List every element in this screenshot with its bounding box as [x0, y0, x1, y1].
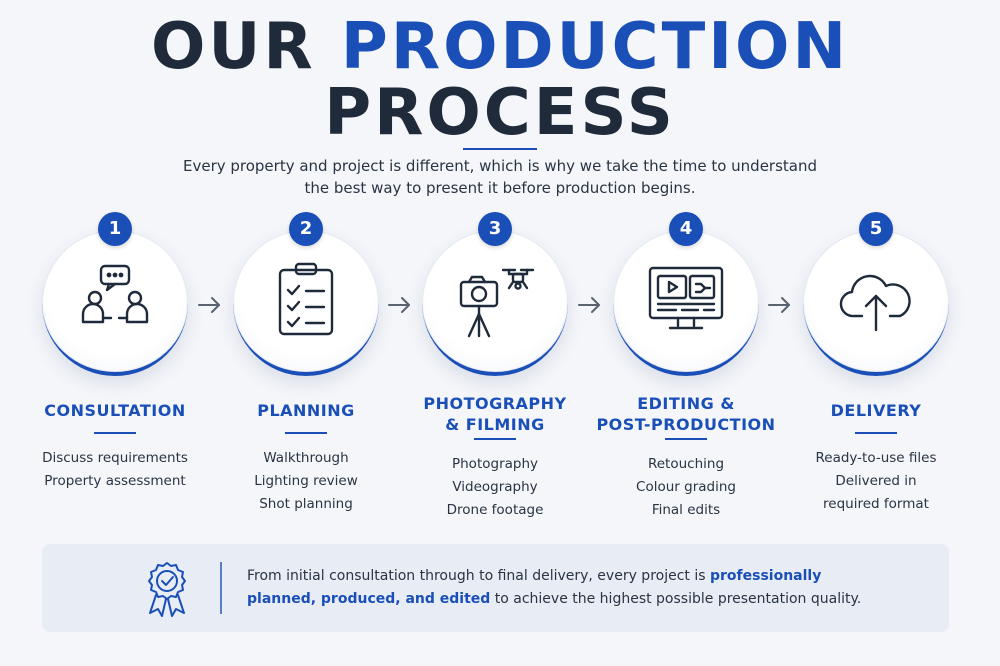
step-title-line: DELIVERY [830, 401, 922, 420]
clipboard-checklist-icon [266, 260, 346, 340]
footer-text-start: From initial consultation through to fin… [247, 568, 710, 584]
step-items: Retouching Colour grading Final edits [591, 453, 781, 522]
camera-drone-icon [455, 260, 535, 340]
quality-badge-icon [142, 561, 192, 617]
list-item: required format [823, 496, 929, 512]
list-item: Final edits [651, 502, 721, 518]
step-items: Discuss requirements Property assessment [20, 447, 210, 493]
intro-text: Every property and project is different,… [150, 155, 850, 199]
page-title: OUR PRODUCTION PROCESS [0, 14, 1000, 146]
step-divider [474, 438, 516, 440]
title-divider [463, 148, 537, 150]
list-item: Photography [451, 456, 539, 472]
step-number-badge: 2 [289, 212, 323, 246]
list-item: Shot planning [259, 496, 353, 512]
step-number-badge: 5 [859, 212, 893, 246]
title-word-process: PROCESS [324, 76, 676, 150]
monitor-editing-icon [646, 260, 726, 340]
arrow-right-icon [388, 297, 410, 313]
list-item: Lighting review [254, 473, 358, 489]
title-word-our: OUR [150, 10, 316, 84]
step-circle [422, 230, 568, 376]
footer-callout: From initial consultation through to fin… [42, 544, 949, 632]
step-number-badge: 4 [669, 212, 703, 246]
list-item: Videography [452, 479, 538, 495]
step-title-line: & FILMING [445, 415, 545, 434]
step-title-line: POST-PRODUCTION [596, 415, 776, 434]
list-item: Delivered in [835, 473, 917, 489]
step-title-line: PHOTOGRAPHY [423, 394, 567, 413]
consultation-chat-icon [75, 260, 155, 340]
list-item: Ready-to-use files [815, 450, 937, 466]
step-title-line: EDITING & [637, 394, 735, 413]
step-number-badge: 1 [98, 212, 132, 246]
step-items: Walkthrough Lighting review Shot plannin… [211, 447, 401, 516]
step-title: PHOTOGRAPHY & FILMING [395, 393, 595, 435]
step-title-line: PLANNING [257, 401, 355, 420]
footer-text-bold: professionally planned, produced, and ed… [247, 568, 822, 607]
step-circle [233, 230, 379, 376]
step-divider [855, 432, 897, 434]
step-items: Ready-to-use files Delivered in required… [781, 447, 971, 516]
step-title: DELIVERY [776, 400, 976, 421]
list-item: Discuss requirements [42, 450, 188, 466]
step-circle [42, 230, 188, 376]
intro-line-2: the best way to present it before produc… [304, 179, 696, 197]
step-divider [285, 432, 327, 434]
step-title-line: CONSULTATION [44, 401, 186, 420]
step-number-badge: 3 [478, 212, 512, 246]
list-item: Property assessment [44, 473, 186, 489]
list-item: Retouching [647, 456, 725, 472]
list-item: Colour grading [636, 479, 736, 495]
step-divider [94, 432, 136, 434]
arrow-right-icon [578, 297, 600, 313]
list-item: Walkthrough [263, 450, 349, 466]
arrow-right-icon [768, 297, 790, 313]
footer-divider [220, 562, 222, 614]
step-items: Photography Videography Drone footage [400, 453, 590, 522]
title-word-production: PRODUCTION [340, 10, 850, 84]
step-title: CONSULTATION [15, 400, 215, 421]
cloud-upload-icon [836, 260, 916, 340]
list-item: Drone footage [446, 502, 544, 518]
footer-text-end: to achieve the highest possible presenta… [490, 591, 862, 607]
intro-line-1: Every property and project is different,… [182, 157, 818, 175]
step-title: EDITING & POST-PRODUCTION [586, 393, 786, 435]
step-title: PLANNING [206, 400, 406, 421]
footer-text: From initial consultation through to fin… [247, 565, 867, 611]
step-divider [665, 438, 707, 440]
arrow-right-icon [198, 297, 220, 313]
